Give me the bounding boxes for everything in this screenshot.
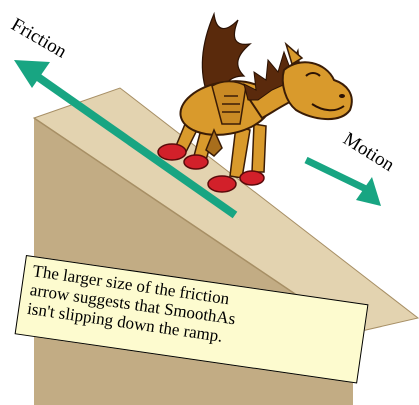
horse-hoof (157, 143, 187, 161)
horse-illustration (157, 11, 353, 193)
motion-arrow (304, 156, 381, 206)
motion-label: Motion (339, 128, 398, 176)
horse-saddle (211, 80, 247, 125)
horse-tail (201, 11, 252, 101)
horse-smile (311, 103, 345, 112)
horse-eye (305, 72, 321, 77)
friction-arrow (14, 60, 238, 219)
horse-head (281, 61, 353, 121)
friction-label: Friction (8, 14, 71, 63)
horse-mane (243, 48, 301, 101)
